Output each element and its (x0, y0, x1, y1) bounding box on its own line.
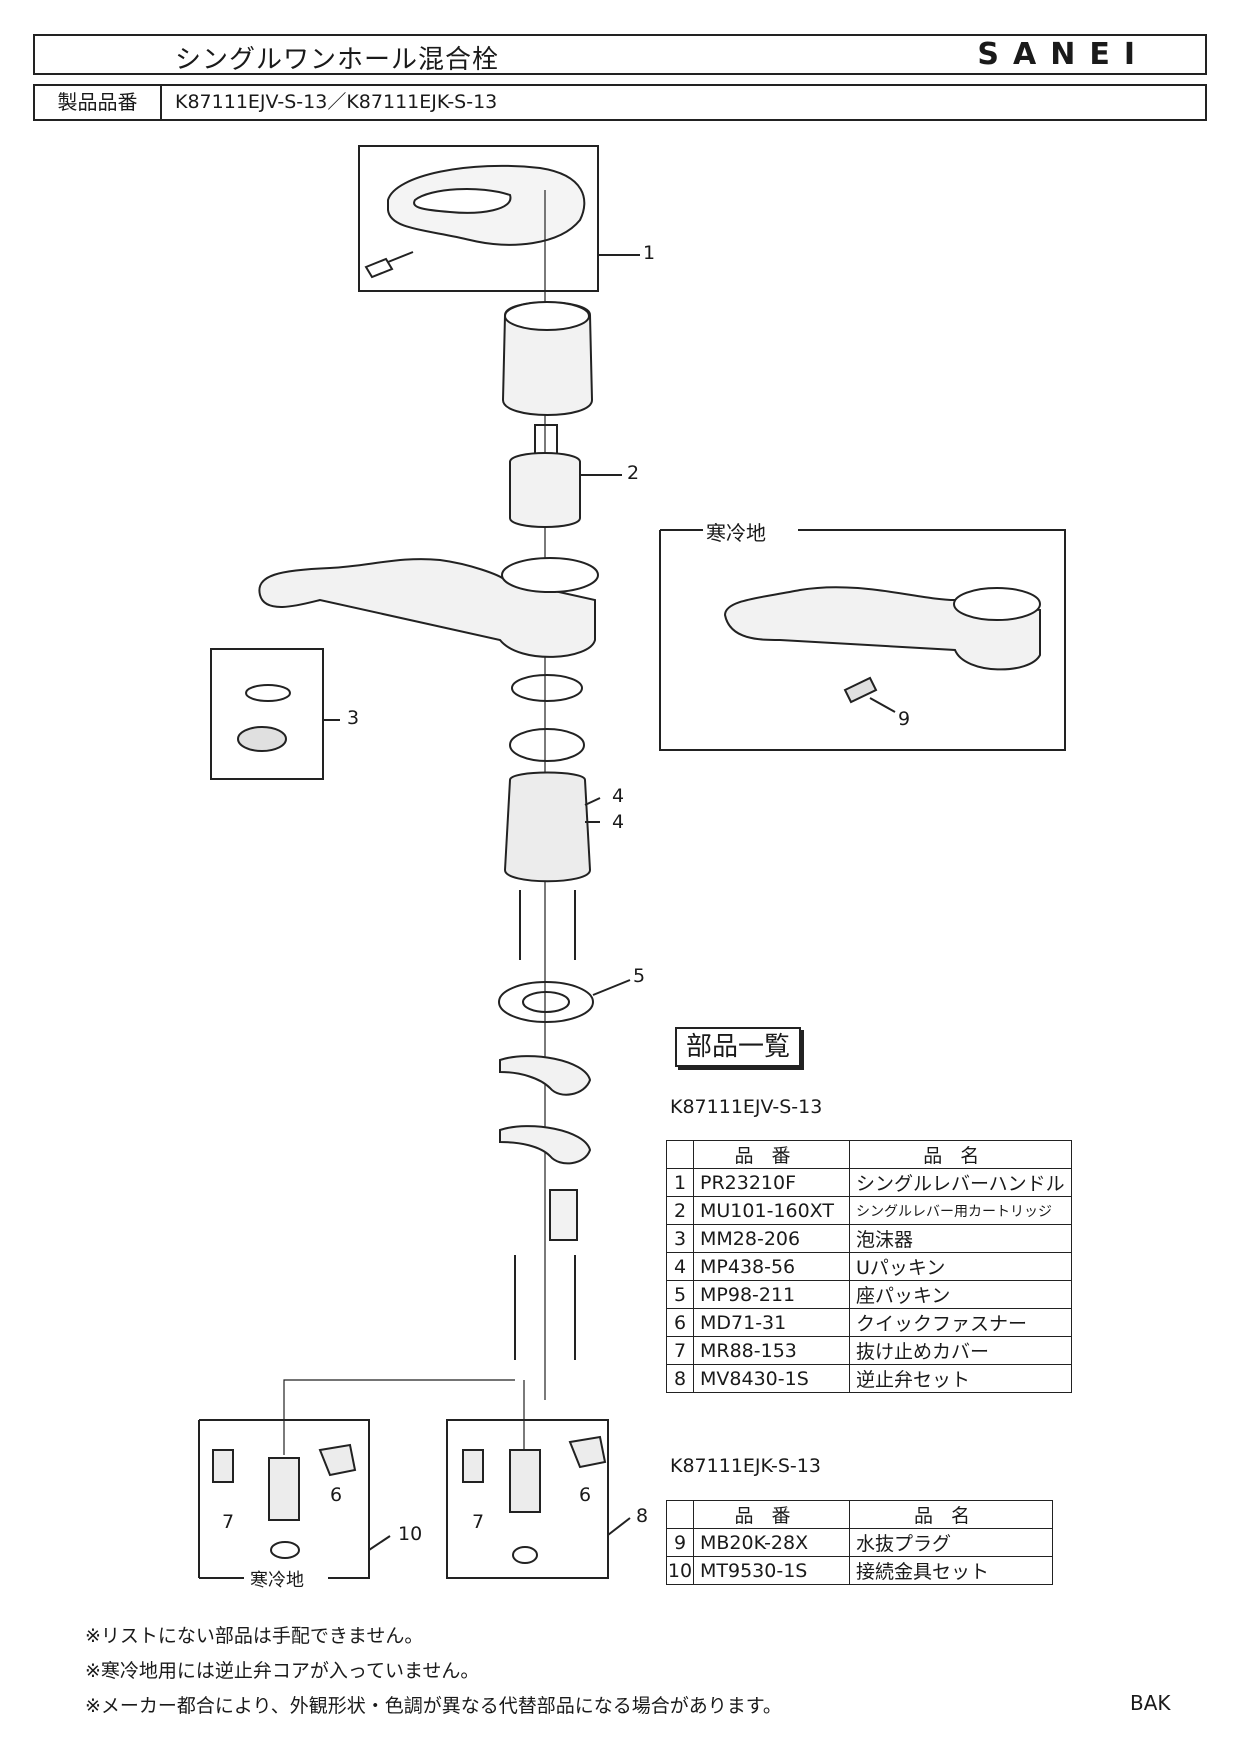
note-2: ※寒冷地用には逆止弁コアが入っていません。 (85, 1660, 480, 1682)
callout-6b: 6 (579, 1484, 592, 1506)
product-number-bar: 製品品番 K87111EJV-S-13／K87111EJK-S-13 (33, 84, 1207, 121)
product-number-value: K87111EJV-S-13／K87111EJK-S-13 (175, 91, 498, 113)
table2-title: K87111EJK-S-13 (670, 1455, 821, 1477)
callout-5: 5 (633, 965, 646, 987)
check-valve (509, 1449, 541, 1513)
parts-list-title: 部品一覧 (675, 1027, 801, 1067)
header-bar: シングルワンホール混合栓 SANEI (33, 34, 1207, 75)
callout-4b: 4 (612, 811, 625, 833)
check-valve-box (446, 1419, 609, 1579)
check-valve-core (512, 1546, 538, 1564)
footer-code: BAK (1130, 1691, 1171, 1715)
cold-region-bottom-label: 寒冷地 (250, 1570, 304, 1591)
document-title: シングルワンホール混合栓 (175, 45, 500, 75)
callout-2: 2 (627, 462, 640, 484)
callout-9: 9 (898, 708, 911, 730)
col-name-header: 品名 (849, 1140, 1072, 1169)
note-3: ※メーカー都合により、外観形状・色調が異なる代替部品になる場合があります。 (85, 1695, 782, 1717)
brand-logo: SANEI (977, 37, 1149, 72)
callout-7a: 7 (222, 1511, 235, 1533)
fastener-plate-upper (499, 1055, 592, 1096)
cold-region-label: 寒冷地 (706, 521, 766, 545)
quick-fastener-6a (318, 1443, 357, 1477)
cold-region-connector-box (199, 1419, 370, 1579)
hex-nut (549, 1189, 578, 1241)
product-number-label: 製品品番 (35, 86, 162, 119)
seat-packing (498, 981, 594, 1023)
aerator-ring (245, 684, 291, 702)
col-code-header: 品番 (693, 1140, 850, 1169)
aerator-box (210, 648, 324, 780)
fastener-plate-lower (499, 1125, 592, 1165)
drain-plug (843, 676, 878, 704)
callout-10: 10 (398, 1523, 423, 1545)
note-1: ※リストにない部品は手配できません。 (85, 1625, 424, 1647)
handle-box (358, 145, 599, 292)
callout-1: 1 (643, 242, 656, 264)
callout-8: 8 (636, 1505, 649, 1527)
retainer-cover-7a (212, 1449, 234, 1483)
table1-title: K87111EJV-S-13 (670, 1096, 823, 1118)
callout-7b: 7 (472, 1511, 485, 1533)
col-code-header: 品番 (693, 1500, 850, 1529)
retainer-cover-7b (462, 1449, 484, 1483)
aerator (237, 726, 287, 752)
connector-fitting (268, 1457, 300, 1521)
valve-body (503, 771, 592, 883)
callout-4a: 4 (612, 785, 625, 807)
callout-3: 3 (347, 707, 360, 729)
cartridge (509, 452, 581, 528)
handle-screw (364, 251, 414, 279)
connector-washer (270, 1541, 300, 1559)
callout-6a: 6 (330, 1484, 343, 1506)
quick-fastener-6b (568, 1435, 607, 1469)
cold-region-spout-box (659, 529, 1066, 751)
col-name-header: 品名 (849, 1500, 1053, 1529)
